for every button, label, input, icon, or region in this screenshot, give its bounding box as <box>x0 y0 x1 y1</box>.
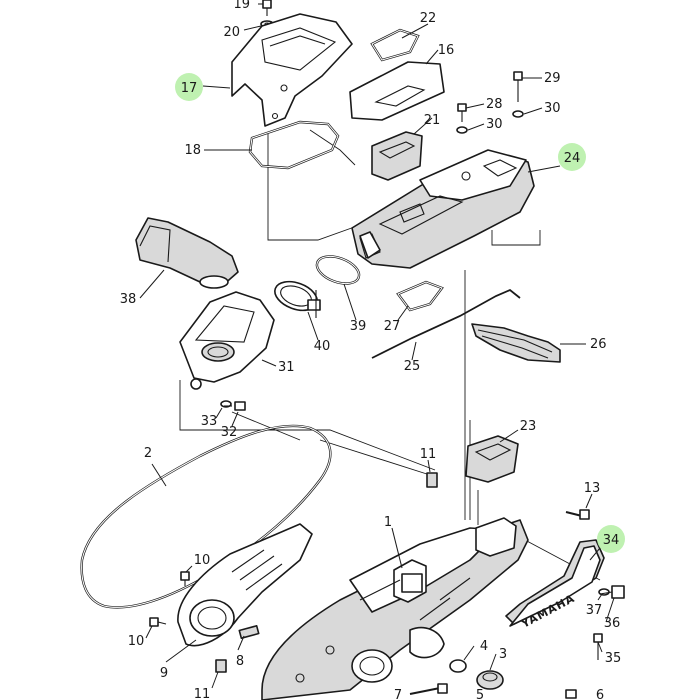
callout-8: 8 <box>236 654 244 669</box>
part-1-crankcase-cover <box>261 517 529 700</box>
callout-3: 3 <box>499 647 507 662</box>
callout-24: 24 <box>564 151 581 166</box>
part-38-intake-duct <box>135 217 239 289</box>
part-23-duct <box>465 435 519 483</box>
callout-28: 28 <box>486 97 503 112</box>
part-36-bolt <box>599 585 625 599</box>
part-22-gasket <box>370 28 420 62</box>
part-number-callouts: 19 20 17 18 22 16 21 29 28 30 30 24 38 3… <box>120 0 622 700</box>
part-2-cover-gasket <box>80 424 332 609</box>
part-13-bolt <box>565 509 590 520</box>
part-10-bolt-lower <box>149 617 167 627</box>
part-6-bolt <box>565 689 577 699</box>
callout-7: 7 <box>394 688 402 700</box>
part-10-bolt-upper <box>180 571 190 586</box>
callout-26: 26 <box>590 337 607 352</box>
callout-17: 17 <box>181 81 198 96</box>
part-3-plug <box>476 670 504 690</box>
part-19-bolt <box>262 0 272 16</box>
callout-18: 18 <box>184 143 201 158</box>
part-31-joint <box>179 291 275 390</box>
callout-1: 1 <box>384 515 392 530</box>
part-40-clamp <box>274 280 321 318</box>
callout-13: 13 <box>584 481 601 496</box>
part-27-gasket <box>396 280 444 312</box>
part-4-oring <box>449 659 467 673</box>
highlight-17 <box>175 73 203 101</box>
part-11-dowel-upper <box>426 472 438 488</box>
callout-4: 4 <box>480 639 488 654</box>
part-9-plate <box>177 523 313 647</box>
highlight-markers <box>175 73 625 553</box>
highlight-24 <box>558 143 586 171</box>
callout-10-lower: 10 <box>128 634 145 649</box>
callout-27: 27 <box>384 319 401 334</box>
part-30-washer-left <box>456 126 468 134</box>
highlight-34 <box>597 525 625 553</box>
callout-25: 25 <box>404 359 421 374</box>
part-24-airbox-case <box>351 149 535 269</box>
part-25-wire <box>371 288 521 359</box>
callout-29: 29 <box>544 71 561 86</box>
callout-30-left: 30 <box>486 117 503 132</box>
callout-16: 16 <box>438 43 455 58</box>
callout-10-upper: 10 <box>194 553 211 568</box>
part-16-air-filter <box>349 61 445 121</box>
part-17-airbox-cover <box>231 13 353 127</box>
part-11-dowel-lower <box>215 659 227 673</box>
callout-30-right: 30 <box>544 101 561 116</box>
callout-33: 33 <box>201 414 218 429</box>
part-39-band <box>315 255 361 285</box>
callout-35: 35 <box>605 651 622 666</box>
part-18-gasket <box>248 120 340 170</box>
part-30-washer-right <box>512 110 524 118</box>
callout-19: 19 <box>233 0 250 12</box>
callout-31: 31 <box>278 360 295 375</box>
callout-39: 39 <box>350 319 367 334</box>
part-21-duct <box>371 131 423 181</box>
callout-11-upper: 11 <box>420 447 437 462</box>
callout-37: 37 <box>586 603 603 618</box>
part-32-screw <box>224 401 246 411</box>
leader-lines <box>139 3 615 689</box>
callout-6: 6 <box>596 688 604 700</box>
callout-22: 22 <box>420 11 437 26</box>
part-26-seal <box>471 323 561 363</box>
callout-38: 38 <box>120 292 137 307</box>
callout-36: 36 <box>604 616 621 631</box>
callout-20: 20 <box>223 25 240 40</box>
callout-21: 21 <box>424 113 441 128</box>
part-35-screw <box>593 633 603 660</box>
callout-34: 34 <box>603 533 620 548</box>
callout-2: 2 <box>144 446 152 461</box>
callout-40: 40 <box>314 339 331 354</box>
part-7-bolt <box>409 683 448 695</box>
part-28-bolt <box>457 103 467 122</box>
callout-5: 5 <box>476 688 484 700</box>
part-29-bolt <box>513 71 523 102</box>
callout-23: 23 <box>520 419 537 434</box>
callout-9: 9 <box>160 666 168 681</box>
callout-11-lower: 11 <box>194 687 211 700</box>
callout-32: 32 <box>221 425 238 440</box>
part-8-pin <box>238 625 260 639</box>
